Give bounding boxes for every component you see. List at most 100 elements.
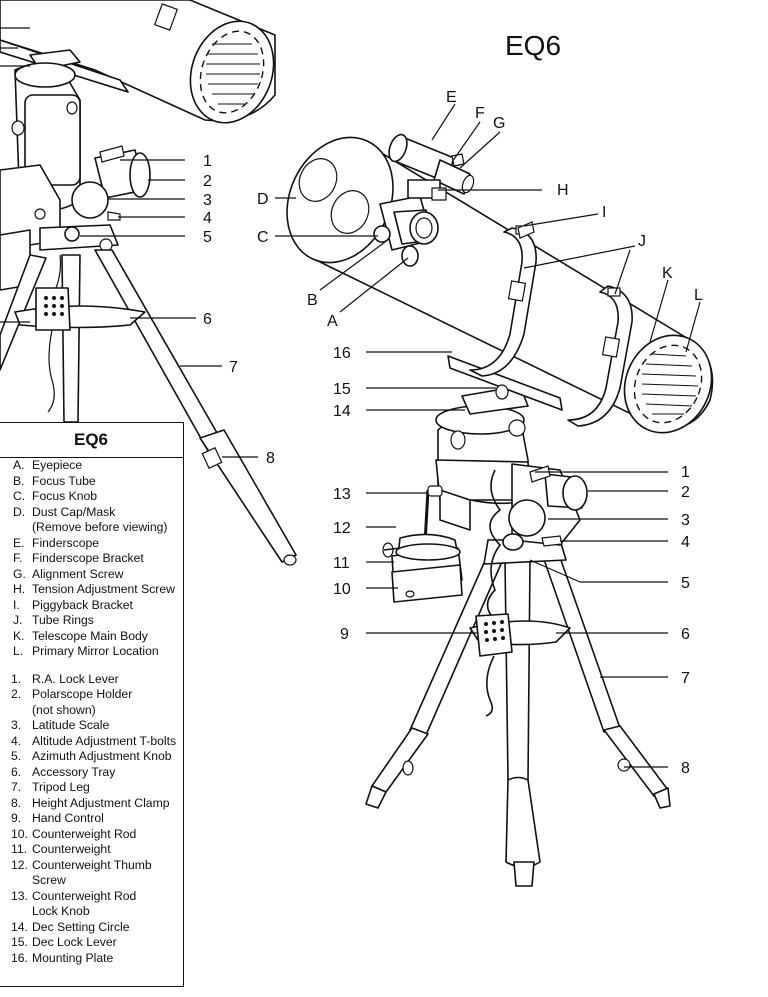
callout-6: 6 [681,626,690,643]
legend-letter-key: B. [13,473,25,488]
legend-number-item: 11. Counterweight [0,842,183,858]
legend-letter-text: Telescope Main Body [32,628,148,643]
legend-letter-item: L. Primary Mirror Location [0,644,183,660]
callout-14: 14 [333,403,351,420]
legend-number-key: 5. [11,749,22,763]
legend-letter-text: Alignment Screw [32,566,124,581]
callout-3: 3 [681,512,690,529]
callout-F: F [475,105,485,122]
legend-letter-key: H. [13,582,26,596]
legend-letter-text: Eyepiece [32,458,83,472]
legend-number-item: 7. Tripod Leg [0,780,183,796]
legend-number-text: Mounting Plate [32,950,114,965]
legend-number-item: 3.Latitude Scale [0,718,183,734]
legend-number-key: 11. [11,842,28,856]
legend-letter-key: C. [13,489,26,503]
legend-number-text: (not shown) [32,702,96,717]
legend-number-text: Counterweight Rod [32,888,137,903]
legend-number-text: Tripod Leg [32,780,90,794]
legend-letter-key: E. [13,535,25,550]
callout-A: A [327,313,338,330]
legend-letter-text: Focus Tube [32,473,96,488]
legend-letter-item: C.Focus Knob [0,489,183,505]
legend-number-text: Latitude Scale [32,718,110,732]
legend-number-key: 2. [11,687,22,701]
legend-letter-key: K. [13,628,25,643]
callout-10: 10 [333,581,351,598]
small-callout-5: 5 [203,229,212,246]
legend-number-item: 13. Counterweight Rod [0,889,183,905]
legend-letter-item: E. Finderscope [0,536,183,552]
callout-J: J [638,233,646,250]
legend-title: EQ6 [0,423,183,458]
legend-letter-key: L. [13,644,24,658]
callout-1: 1 [681,464,690,481]
legend-number-key: 12. [11,857,28,872]
legend-letter-item: A.Eyepiece [0,458,183,474]
legend-number-key: 4. [11,733,22,748]
legend-number-text: Lock Knob [32,904,90,918]
legend-letter-text: Finderscope Bracket [32,551,144,565]
legend-number-key: 16. [11,950,28,965]
legend-letter-key: G. [13,566,26,581]
legend-number-item: 2. Polarscope Holder [0,687,183,703]
legend-letter-item: D.Dust Cap/Mask [0,505,183,521]
callout-5: 5 [681,575,690,592]
callout-15: 15 [333,381,351,398]
legend-number-item: Lock Knob [0,904,183,920]
legend-number-item: (not shown) [0,703,183,719]
legend-letter-text: Dust Cap/Mask [32,504,116,519]
small-callout-1: 1 [203,153,212,170]
legend-number-key: 7. [11,780,22,794]
legend-number-key: 9. [11,811,22,825]
legend-letter-item: F. Finderscope Bracket [0,551,183,567]
legend-number-key: 13. [11,888,28,903]
legend-letter-item: H. Tension Adjustment Screw [0,582,183,598]
callout-L: L [694,287,703,304]
legend-number-item: 15.Dec Lock Lever [0,935,183,951]
diagram-title: EQ6 [505,30,561,61]
legend-number-text: Counterweight Rod [32,826,137,841]
legend-number-item: 12.Counterweight Thumb [0,858,183,874]
callout-D: D [257,191,269,208]
legend-number-text: Polarscope Holder [32,687,133,701]
legend-number-key: 14. [11,919,28,934]
legend-number-text: R.A. Lock Lever [32,671,119,686]
legend-letter-key: F. [13,551,23,565]
legend-number-text: Azimuth Adjustment Knob [32,749,172,763]
legend-number-item: 14.Dec Setting Circle [0,920,183,936]
legend-letter-item: K. Telescope Main Body [0,629,183,645]
legend-number-item: 9.Hand Control [0,811,183,827]
legend-letter-item: B. Focus Tube [0,474,183,490]
legend-letter-text: Finderscope [32,535,100,550]
main-callouts: D C B A 16 15 14 13 12 11 10 9 E F G H I… [257,89,703,777]
callout-C: C [257,229,269,246]
legend-letter-text: Primary Mirror Location [32,644,159,658]
legend-number-key: 10. [11,826,28,841]
legend-number-item: 5. Azimuth Adjustment Knob [0,749,183,765]
legend-number-text: Accessory Tray [32,764,116,779]
callout-4: 4 [681,534,690,551]
legend-number-text: Height Adjustment Clamp [32,795,170,810]
legend-number-text: Altitude Adjustment T-bolts [32,733,177,748]
legend-number-item: 8.Height Adjustment Clamp [0,796,183,812]
small-callout-7: 7 [229,359,238,376]
legend-letter-key: J. [13,613,23,627]
callout-B: B [307,292,318,309]
legend-number-text: Counterweight [32,842,111,856]
legend-letter-item: (Remove before viewing) [0,520,183,536]
legend-letter-text: Tension Adjustment Screw [32,582,175,596]
callout-H: H [557,182,569,199]
callout-8: 8 [681,760,690,777]
legend-letter-text: Tube Rings [32,613,94,627]
small-callout-4: 4 [203,210,212,227]
small-callouts: 1 2 3 4 5 6 7 8 [0,27,275,467]
small-callout-6: 6 [203,311,212,328]
callout-E: E [446,89,457,106]
legend-letter-item: J. Tube Rings [0,613,183,629]
legend-number-key: 6. [11,764,22,779]
